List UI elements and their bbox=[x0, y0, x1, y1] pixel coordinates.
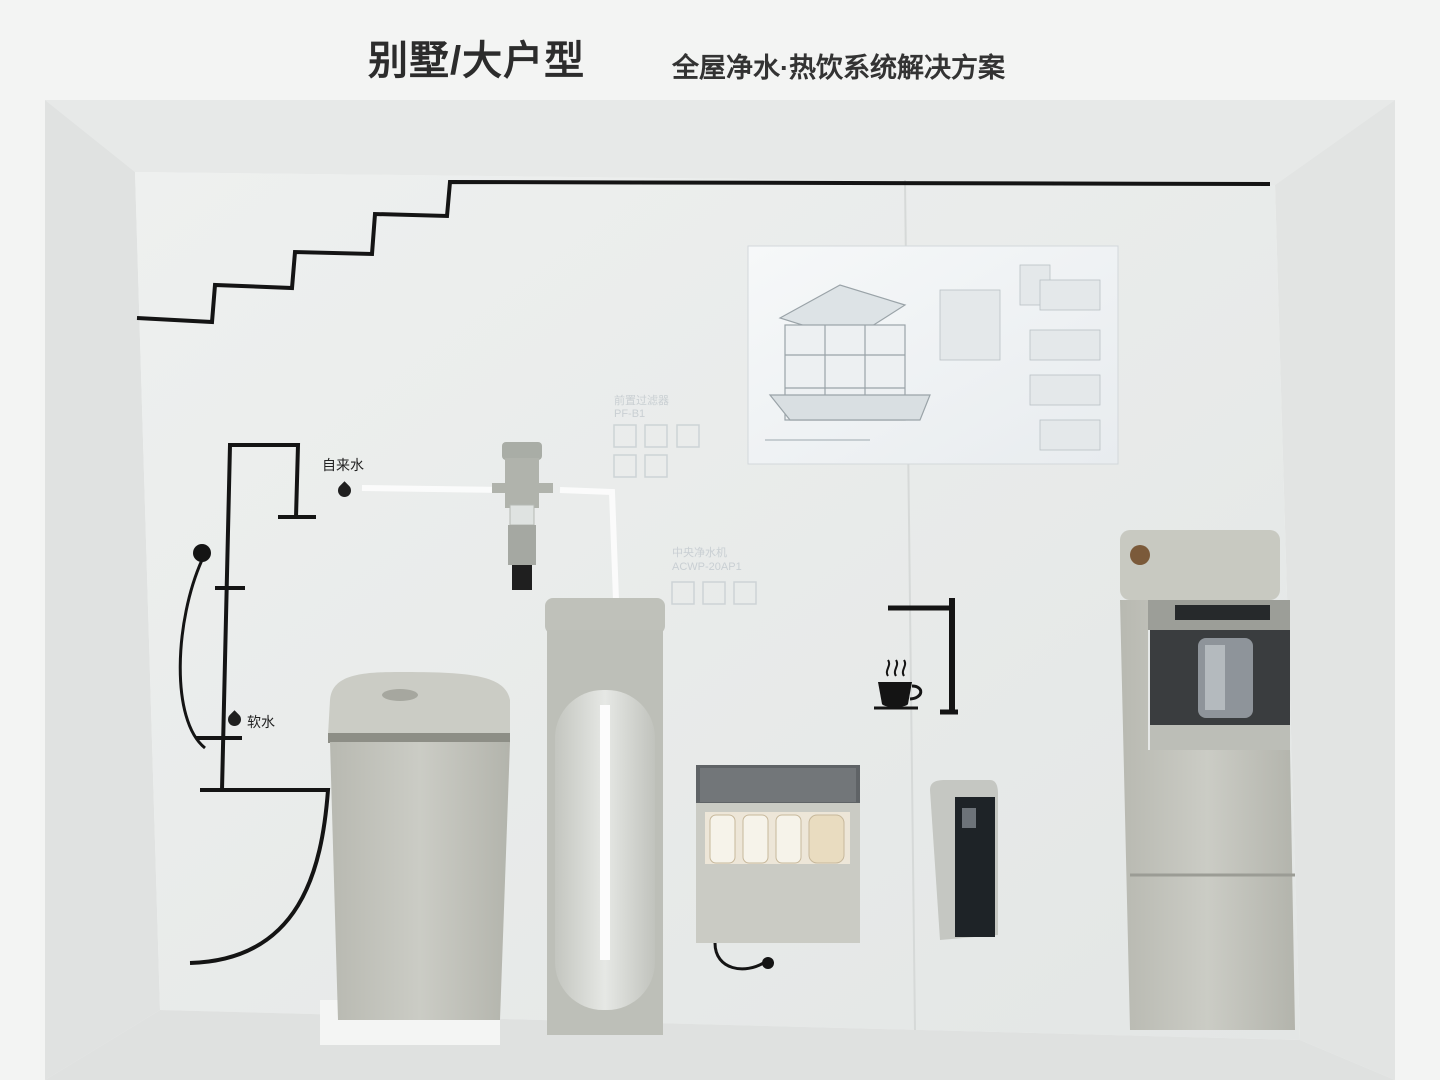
prefilter-device bbox=[492, 442, 553, 590]
diagram-panels bbox=[939, 264, 1101, 451]
left-wall bbox=[45, 100, 160, 1080]
coffee-cup-icon bbox=[874, 659, 923, 710]
water-flow-line bbox=[361, 485, 506, 493]
prefilter-feature-icons bbox=[613, 424, 700, 478]
water-flow-down bbox=[559, 487, 619, 601]
floor-dispenser bbox=[1120, 530, 1295, 1030]
soft-water-label: 软水 bbox=[247, 714, 275, 730]
shower-hose bbox=[178, 559, 206, 750]
central-purifier-model-label: ACWP-20AP1 bbox=[672, 561, 742, 573]
bathtub-outline bbox=[189, 788, 331, 965]
purifier-feature-icons bbox=[671, 581, 757, 605]
water-softener bbox=[320, 672, 510, 1045]
ceiling bbox=[45, 100, 1395, 185]
undersink-purifier bbox=[696, 765, 860, 971]
faucet bbox=[888, 598, 958, 715]
central-purifier-tank bbox=[545, 598, 665, 1035]
tap-water-label: 自来水 bbox=[322, 457, 364, 473]
shower-pipe bbox=[220, 443, 301, 791]
central-purifier-name-label: 中央净水机 bbox=[672, 547, 727, 559]
prefilter-model-label: PF-B1 bbox=[614, 408, 646, 420]
house-illustration bbox=[768, 284, 931, 421]
page-subtitle: 全屋净水·热饮系统解决方案 bbox=[672, 53, 1005, 83]
instant-hot-dispenser bbox=[930, 780, 998, 940]
page-title: 别墅/大户型 bbox=[368, 39, 586, 83]
shower-head bbox=[193, 544, 211, 562]
staircase-line bbox=[136, 179, 1271, 325]
prefilter-name-label: 前置过滤器 bbox=[614, 395, 669, 407]
right-wall bbox=[1275, 100, 1395, 1080]
